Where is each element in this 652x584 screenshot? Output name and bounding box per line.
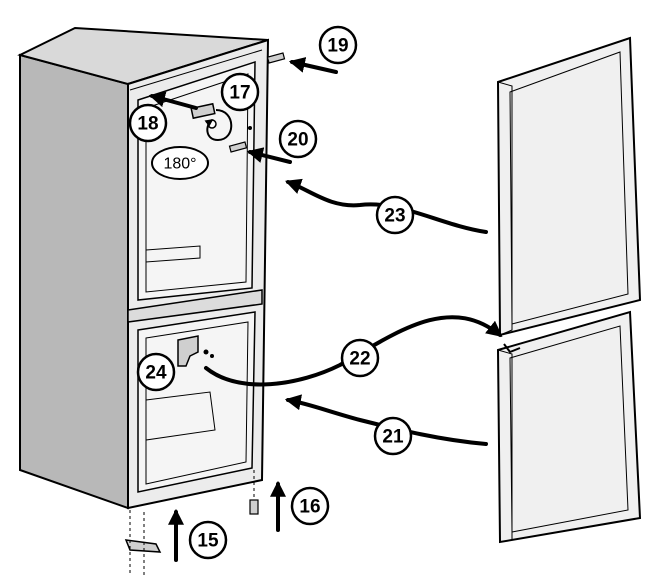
plug-20-arrow bbox=[246, 147, 292, 164]
callout-19-circle bbox=[318, 25, 358, 65]
callout-15: 15 bbox=[197, 531, 219, 552]
callout-23-circle bbox=[375, 195, 415, 235]
upper-door bbox=[496, 36, 642, 337]
rotation-angle-ellipse bbox=[151, 146, 209, 180]
cover-plug-19 bbox=[266, 52, 286, 64]
hinge-pointer-arrow bbox=[148, 91, 198, 110]
adjustable-foot bbox=[249, 470, 259, 515]
callout-19: 19 bbox=[327, 36, 348, 57]
callout-20: 20 bbox=[287, 130, 308, 151]
callout-21-circle bbox=[373, 416, 413, 456]
callout-20-circle bbox=[278, 119, 318, 159]
plug-19-arrow bbox=[288, 57, 338, 74]
callout-21: 21 bbox=[382, 427, 404, 448]
callout-15-circle bbox=[188, 520, 228, 560]
cover-plug-20 bbox=[228, 126, 252, 153]
callout-24-circle bbox=[136, 352, 176, 392]
arrow-22 bbox=[204, 315, 503, 387]
callout-18: 18 bbox=[137, 114, 158, 135]
arrow-23 bbox=[284, 178, 488, 234]
arrow-21 bbox=[284, 394, 488, 446]
callout-22: 22 bbox=[349, 349, 370, 370]
callout-18-circle bbox=[128, 103, 168, 143]
rotation-angle-label: 180° bbox=[163, 156, 196, 173]
rotation-arrow bbox=[204, 109, 233, 141]
callout-22-circle bbox=[340, 338, 380, 378]
callout-23: 23 bbox=[384, 206, 405, 227]
middle-hinge-part bbox=[177, 335, 214, 367]
callout-16-circle bbox=[290, 486, 330, 526]
callout-16: 16 bbox=[299, 497, 320, 518]
callout-24: 24 bbox=[145, 363, 167, 384]
bottom-hinge-part bbox=[124, 510, 162, 578]
callout-17: 17 bbox=[229, 83, 250, 104]
lower-door bbox=[496, 310, 642, 544]
callout-17-circle bbox=[220, 72, 260, 112]
